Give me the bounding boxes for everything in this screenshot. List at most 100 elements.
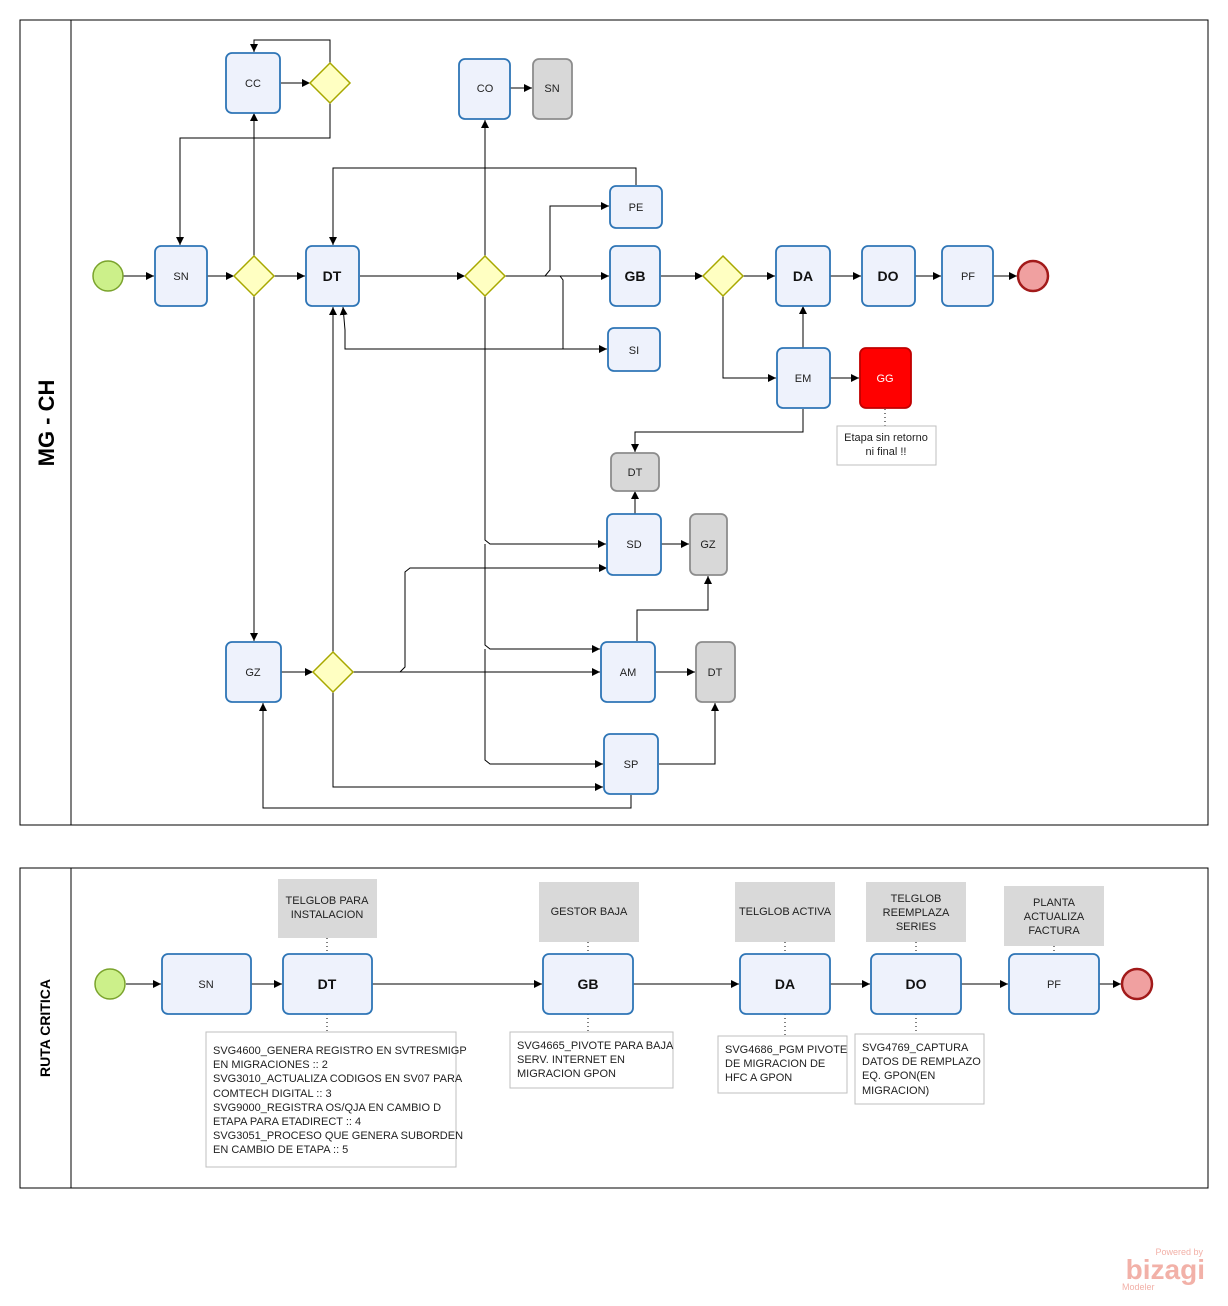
task-gz: GZ — [225, 641, 282, 703]
annotation-line: SVG4686_PGM PIVOTE — [725, 1044, 847, 1056]
gateway-cc — [308, 61, 352, 105]
start-event — [92, 260, 124, 292]
note-pf: PLANTA ACTUALIZA FACTURA — [1004, 886, 1104, 946]
sequence-flows-pool1 — [123, 39, 1017, 809]
task-label: PE — [629, 202, 644, 214]
task-label: GB — [625, 268, 646, 284]
annotation-dt: SVG4600_GENERA REGISTRO EN SVTRESMIGP EN… — [205, 1031, 467, 1168]
task-si: SI — [607, 327, 661, 372]
annotation-line: SVG4665_PIVOTE PARA BAJA — [517, 1040, 674, 1052]
note-line: FACTURA — [1028, 925, 1080, 937]
annotation-line: DE MIGRACION DE — [725, 1058, 825, 1070]
task-label: SN — [544, 83, 559, 95]
start-event — [94, 968, 126, 1000]
annotation-line: SVG3010_ACTUALIZA CODIGOS EN SV07 PARA — [213, 1073, 463, 1085]
gateway-gb — [701, 254, 745, 298]
note-line: PLANTA — [1033, 897, 1076, 909]
note-line: SERIES — [896, 921, 936, 933]
task-label: PF — [1047, 979, 1061, 991]
task-cc: CC — [225, 52, 281, 114]
critical-task-do: DO — [870, 953, 962, 1015]
task-label: DT — [628, 467, 643, 479]
note-line: TELGLOB PARA — [286, 895, 370, 907]
annotation-line: Etapa sin retorno — [844, 432, 928, 444]
note-gb: GESTOR BAJA — [539, 882, 639, 942]
task-pe: PE — [609, 185, 663, 229]
annotation-line: MIGRACION GPON — [517, 1068, 616, 1080]
logo-brand: bizagi — [1126, 1254, 1205, 1285]
note-line: TELGLOB — [891, 893, 942, 905]
gateway-dt — [463, 254, 507, 298]
task-am: AM — [600, 641, 656, 703]
task-gz-gray: GZ — [689, 513, 728, 576]
task-dt-gray-mid: DT — [695, 641, 736, 703]
sequence-flows-pool2 — [126, 938, 1121, 1036]
annotation-line: SVG4600_GENERA REGISTRO EN SVTRESMIGP — [213, 1045, 467, 1057]
task-label: GZ — [700, 539, 716, 551]
annotation-line: ETAPA PARA ETADIRECT :: 4 — [213, 1116, 361, 1128]
annotation-line: SERV. INTERNET EN — [517, 1054, 625, 1066]
task-em: EM — [776, 347, 831, 409]
logo-powered: Powered by — [1155, 1247, 1203, 1257]
critical-task-pf: PF — [1008, 953, 1100, 1015]
task-label: GB — [578, 976, 599, 992]
task-label: GG — [876, 373, 893, 385]
task-label: SD — [626, 539, 641, 551]
task-label: DT — [323, 268, 342, 284]
annotation-line: COMTECH DIGITAL :: 3 — [213, 1088, 332, 1100]
task-dt-gray-top: DT — [610, 452, 660, 492]
task-label: DO — [878, 268, 899, 284]
task-label: AM — [620, 667, 637, 679]
bizagi-logo: Powered by bizagi Modeler — [1122, 1247, 1205, 1292]
critical-task-da: DA — [739, 953, 831, 1015]
task-label: DO — [906, 976, 927, 992]
annotation-do: SVG4769_CAPTURA DATOS DE REMPLAZO EQ. GP… — [854, 1033, 985, 1105]
pool-title: RUTA CRITICA — [37, 979, 53, 1077]
note-do: TELGLOB REEMPLAZA SERIES — [866, 882, 966, 942]
annotation-line: SVG4769_CAPTURA — [862, 1042, 969, 1054]
task-gb: GB — [609, 245, 661, 307]
task-pf: PF — [941, 245, 994, 307]
pool-mg-ch: MG - CH — [19, 19, 1209, 826]
end-event — [1016, 259, 1050, 293]
end-event — [1120, 967, 1154, 1001]
task-label: SP — [624, 759, 639, 771]
annotation-line: EN MIGRACIONES :: 2 — [213, 1059, 328, 1071]
annotation-gb: SVG4665_PIVOTE PARA BAJA SERV. INTERNET … — [509, 1031, 674, 1089]
critical-task-gb: GB — [542, 953, 634, 1015]
note-dt: TELGLOB PARA INSTALACION — [278, 879, 377, 938]
gateway-sn — [232, 254, 276, 298]
task-label: SI — [629, 345, 639, 357]
note-line: REEMPLAZA — [883, 907, 950, 919]
gateway-gz — [311, 650, 355, 694]
task-sn-gray: SN — [532, 58, 573, 120]
annotation-line: HFC A GPON — [725, 1072, 792, 1084]
task-label: DT — [318, 976, 337, 992]
annotation-line: DATOS DE REMPLAZO — [862, 1056, 981, 1068]
annotation-line: EN CAMBIO DE ETAPA :: 5 — [213, 1144, 348, 1156]
pool-title: MG - CH — [34, 380, 59, 467]
task-da: DA — [775, 245, 831, 307]
annotation-line: MIGRACION) — [862, 1085, 929, 1097]
annotation-da: SVG4686_PGM PIVOTE DE MIGRACION DE HFC A… — [717, 1035, 848, 1094]
annotation-line: SVG9000_REGISTRA OS/QJA EN CAMBIO D — [213, 1102, 441, 1114]
critical-task-sn: SN — [161, 953, 252, 1015]
task-gg: GG — [859, 347, 912, 409]
task-label: DT — [708, 667, 723, 679]
task-do: DO — [861, 245, 916, 307]
task-label: PF — [961, 271, 975, 283]
task-label: GZ — [245, 667, 261, 679]
task-dt: DT — [305, 245, 360, 307]
task-label: DA — [775, 976, 795, 992]
task-co: CO — [458, 58, 511, 120]
task-label: DA — [793, 268, 813, 284]
logo-product: Modeler — [1122, 1282, 1155, 1292]
task-label: SN — [173, 271, 188, 283]
task-label: SN — [198, 979, 213, 991]
note-line: ACTUALIZA — [1024, 911, 1085, 923]
note-line: INSTALACION — [291, 909, 364, 921]
note-line: TELGLOB ACTIVA — [739, 906, 832, 918]
task-sn: SN — [154, 245, 208, 307]
annotation-etapa: Etapa sin retorno ni final !! — [836, 425, 937, 466]
